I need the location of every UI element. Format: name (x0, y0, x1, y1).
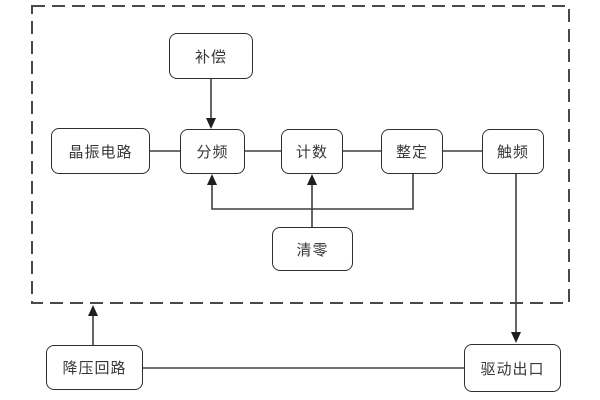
node-counter: 计数 (281, 129, 343, 174)
node-clear-reset: 清零 (272, 227, 353, 271)
node-counter-label: 计数 (295, 143, 328, 161)
node-compensation-label: 补偿 (194, 47, 227, 66)
node-frequency-divider: 分频 (180, 129, 245, 174)
node-setting-label: 整定 (395, 143, 428, 161)
arrowhead-into-counter-bottom (307, 174, 317, 185)
node-crystal-oscillator-circuit: 晶振电路 (51, 128, 150, 174)
node-clear-reset-label: 清零 (296, 240, 329, 259)
node-drive-output: 驱动出口 (464, 344, 561, 392)
arrowhead-into-divider-top (206, 118, 216, 129)
node-frequency-divider-label: 分频 (196, 143, 229, 161)
arrowhead-into-divider-bottom (207, 174, 217, 185)
node-drive-output-label: 驱动出口 (480, 359, 545, 378)
arrowhead-into-driveout-top (511, 332, 521, 343)
arrowhead-into-boundary-bottom (88, 305, 98, 316)
node-step-down-circuit-label: 降压回路 (62, 359, 127, 377)
node-trigger-frequency-label: 触频 (496, 143, 529, 161)
node-crystal-oscillator-circuit-label: 晶振电路 (68, 142, 133, 161)
node-setting: 整定 (381, 129, 443, 174)
node-step-down-circuit: 降压回路 (46, 345, 143, 390)
dashed-boundary (31, 5, 570, 304)
node-trigger-frequency: 触频 (482, 129, 544, 174)
node-compensation: 补偿 (169, 33, 253, 79)
